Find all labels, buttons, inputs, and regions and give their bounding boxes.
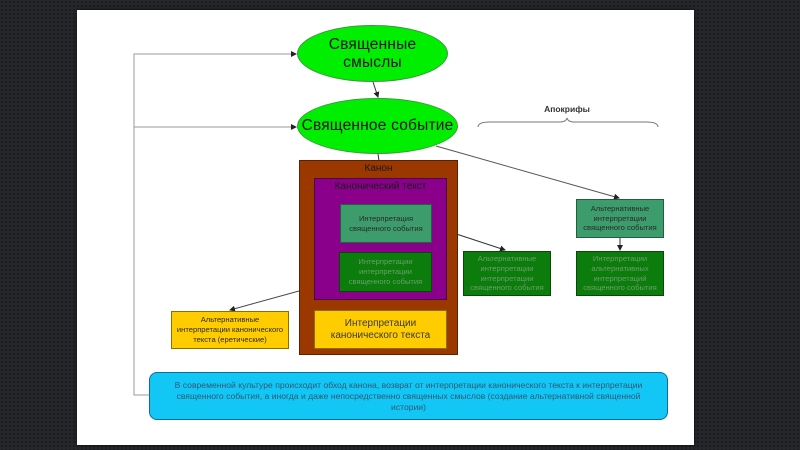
node-label: Священное событие	[301, 117, 454, 134]
apocrypha-label: Апокрифы	[544, 104, 590, 114]
canon-title: Канон	[364, 163, 393, 174]
node-interp-of-interp: Интерпретации интерпретации священного с…	[339, 252, 432, 292]
canonical-text-title: Канонический текст	[334, 181, 427, 192]
node-label: Интерпретация священного события	[349, 213, 423, 233]
summary-text: В современной культуре происходит обход …	[174, 379, 643, 412]
node-sacred-event: Священное событие	[297, 98, 458, 154]
node-label: Альтернативные интерпретации священного …	[583, 203, 657, 233]
node-alt-interp-sacred-event: Альтернативные интерпретации священного …	[576, 199, 664, 238]
node-label: Священные смыслы	[328, 35, 417, 71]
node-alt-interp-heretic: Альтернативные интерпретации каноническо…	[171, 311, 289, 349]
summary-callout: В современной культуре происходит обход …	[149, 372, 668, 420]
node-alt-interp-of-interp: Альтернативные интерпретации интерпретац…	[463, 251, 551, 296]
node-label: Альтернативные интерпретации интерпретац…	[470, 253, 544, 293]
node-interp-canonical-text: Интерпретации канонического текста	[314, 310, 447, 349]
node-interp-of-alt-interp: Интерпретации альтернативных интерпретац…	[576, 251, 664, 296]
node-sacred-meanings: Священные смыслы	[297, 25, 448, 82]
node-label: Интерпретации канонического текста	[330, 317, 431, 341]
node-label: Интерпретации альтернативных интерпретац…	[583, 253, 657, 293]
node-label: Альтернативные интерпретации каноническо…	[176, 315, 284, 344]
node-label: Интерпретации интерпретации священного с…	[348, 257, 423, 286]
node-interp-sacred-event: Интерпретация священного события	[340, 204, 432, 243]
